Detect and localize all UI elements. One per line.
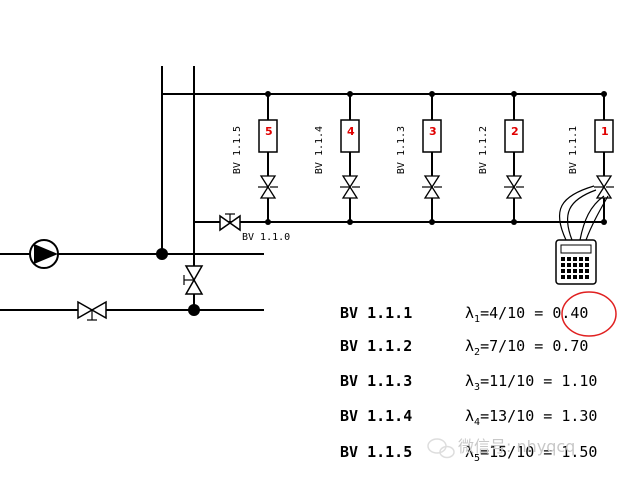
watermark: 微信号: nhyqcq bbox=[427, 437, 575, 459]
balancing-valve-icon bbox=[422, 175, 442, 199]
pump-icon bbox=[29, 239, 59, 269]
lambda-value: 1.30 bbox=[561, 407, 597, 425]
circuit-1: 1 BV 1.1.1 bbox=[568, 91, 614, 225]
circuit-valve-label: BV 1.1.2 bbox=[478, 126, 489, 174]
measuring-instrument-icon bbox=[555, 185, 609, 285]
lambda-value: 1.10 bbox=[561, 372, 597, 390]
heat-emitter-icon bbox=[258, 119, 278, 153]
lambda-row: BV 1.1.2 λ2=7/10 = 0.70 bbox=[340, 337, 588, 358]
lambda-equation: λ3=11/10 = 1.10 bbox=[465, 372, 597, 393]
circuit-number: 1 bbox=[601, 125, 609, 138]
valve-name: BV 1.1.3 bbox=[340, 372, 412, 390]
balancing-valve-icon bbox=[594, 175, 614, 199]
circuit-2: 2 BV 1.1.2 bbox=[478, 91, 524, 225]
partner-valve-label: BV 1.1.0 bbox=[242, 232, 290, 243]
circuit-4: 4 BV 1.1.4 bbox=[314, 91, 360, 225]
valve-name: BV 1.1.5 bbox=[340, 443, 412, 461]
return-valve-icon bbox=[77, 300, 107, 321]
lambda-equation: λ4=13/10 = 1.30 bbox=[465, 407, 597, 428]
partner-valve-icon bbox=[219, 213, 241, 232]
lambda-value: 0.70 bbox=[552, 337, 588, 355]
circuit-number: 2 bbox=[511, 125, 519, 138]
circuit-number: 3 bbox=[429, 125, 437, 138]
lambda-value: 0.40 bbox=[552, 304, 588, 322]
circuit-3: 3 BV 1.1.3 bbox=[396, 91, 442, 225]
heat-emitter-icon bbox=[340, 119, 360, 153]
heat-emitter-icon bbox=[504, 119, 524, 153]
circuit-5: 5 BV 1.1.5 bbox=[232, 91, 278, 225]
circuit-valve-label: BV 1.1.3 bbox=[396, 126, 407, 174]
bypass-valve-icon bbox=[183, 265, 204, 295]
valve-name: BV 1.1.1 bbox=[340, 304, 412, 322]
lambda-value: 1.50 bbox=[561, 443, 597, 461]
lambda-table: BV 1.1.1 λ1=4/10 = 0.40 BV 1.1.2 λ2=7/10 = … bbox=[340, 304, 597, 464]
highlight-circle bbox=[561, 291, 617, 337]
valve-name: BV 1.1.4 bbox=[340, 407, 412, 425]
lambda-equation: λ5=15/10 = 1.50 bbox=[465, 443, 597, 464]
lambda-row: BV 1.1.5 λ5=15/10 = 1.50 bbox=[340, 443, 597, 464]
circuit-valve-label: BV 1.1.1 bbox=[568, 126, 579, 174]
lambda-row: BV 1.1.4 λ4=13/10 = 1.30 bbox=[340, 407, 597, 428]
balancing-valve-icon bbox=[258, 175, 278, 199]
lambda-equation: λ1=4/10 = 0.40 bbox=[465, 304, 588, 325]
valve-name: BV 1.1.2 bbox=[340, 337, 412, 355]
watermark-text: 微信号: nhyqcq bbox=[458, 437, 575, 456]
circuit-group: 5 BV 1.1.5 4 BV 1.1.4 3 BV 1.1.3 2 BV 1.1.2 1 BV … bbox=[232, 91, 614, 225]
circuit-number: 5 bbox=[265, 125, 273, 138]
balancing-valve-icon bbox=[504, 175, 524, 199]
wechat-icon bbox=[427, 438, 455, 459]
lambda-row: BV 1.1.3 λ3=11/10 = 1.10 bbox=[340, 372, 597, 393]
circuit-valve-label: BV 1.1.4 bbox=[314, 126, 325, 174]
heat-emitter-icon bbox=[594, 119, 614, 153]
balancing-valve-icon bbox=[340, 175, 360, 199]
lambda-row: BV 1.1.1 λ1=4/10 = 0.40 bbox=[340, 304, 588, 325]
lambda-equation: λ2=7/10 = 0.70 bbox=[465, 337, 588, 358]
heat-emitter-icon bbox=[422, 119, 442, 153]
circuit-number: 4 bbox=[347, 125, 355, 138]
circuit-valve-label: BV 1.1.5 bbox=[232, 126, 243, 174]
